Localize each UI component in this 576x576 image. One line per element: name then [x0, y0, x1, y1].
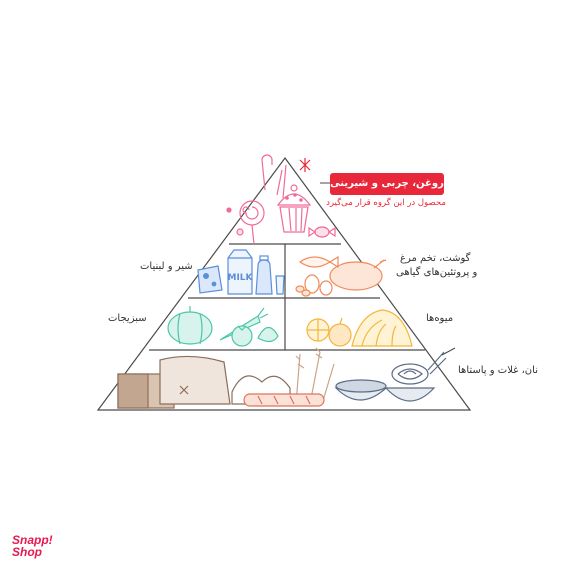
lollipop-icon [239, 200, 265, 245]
dairy-illustration: MILK [197, 249, 285, 295]
fruits-illustration [306, 309, 413, 347]
milk-bottle-icon [255, 255, 273, 295]
candy-stick-icon [261, 154, 287, 199]
cheese-icon [197, 265, 223, 294]
vegetables-illustration [167, 306, 279, 347]
snappshop-logo: Snapp! Shop [12, 534, 53, 558]
sweets-title-badge: روغن، چربی و شیرینی [330, 173, 444, 195]
leafy-greens-icon [257, 326, 279, 343]
glass-icon [275, 275, 285, 295]
sparkle-icon [299, 158, 311, 172]
cupcake-icon [276, 184, 312, 233]
orange-slice-icon [306, 318, 330, 342]
milk-carton-label: MILK [227, 273, 253, 283]
baguette-icon [243, 393, 325, 407]
protein-label-line1: گوشت، تخم مرغ [400, 253, 471, 264]
vegetables-label: سبزیجات [108, 313, 147, 324]
bean-icon [295, 285, 311, 297]
apple-icon [328, 317, 352, 347]
protein-illustration [295, 255, 387, 297]
wrapped-candy-icon [308, 226, 336, 238]
melon-slice-icon [351, 309, 413, 347]
grain-bowl-icon [334, 379, 388, 401]
pasta-bowl-icon [384, 351, 447, 402]
fruits-label: میوه‌ها [426, 313, 454, 324]
brand-line1: Snapp! [12, 533, 53, 547]
leader-lines [320, 182, 456, 356]
fish-icon [298, 255, 339, 269]
pumpkin-icon [167, 306, 213, 345]
dairy-label: شیر و لبنیات [140, 261, 193, 272]
flour-sack-icon [159, 355, 231, 405]
sweets-note: محصول در این گروه قرار می‌گیرد [326, 198, 446, 208]
brand-line2: Shop [12, 545, 42, 559]
protein-label-line2: و پروتئین‌های گیاهی [396, 267, 478, 278]
roast-chicken-icon [329, 259, 387, 291]
grains-illustration [117, 347, 447, 409]
egg-icon [304, 274, 333, 296]
sweets-illustration [226, 154, 336, 245]
milk-carton-icon: MILK [227, 249, 254, 295]
tomato-icon [231, 325, 253, 347]
grains-label: نان، غلات و پاستاها [458, 365, 538, 376]
